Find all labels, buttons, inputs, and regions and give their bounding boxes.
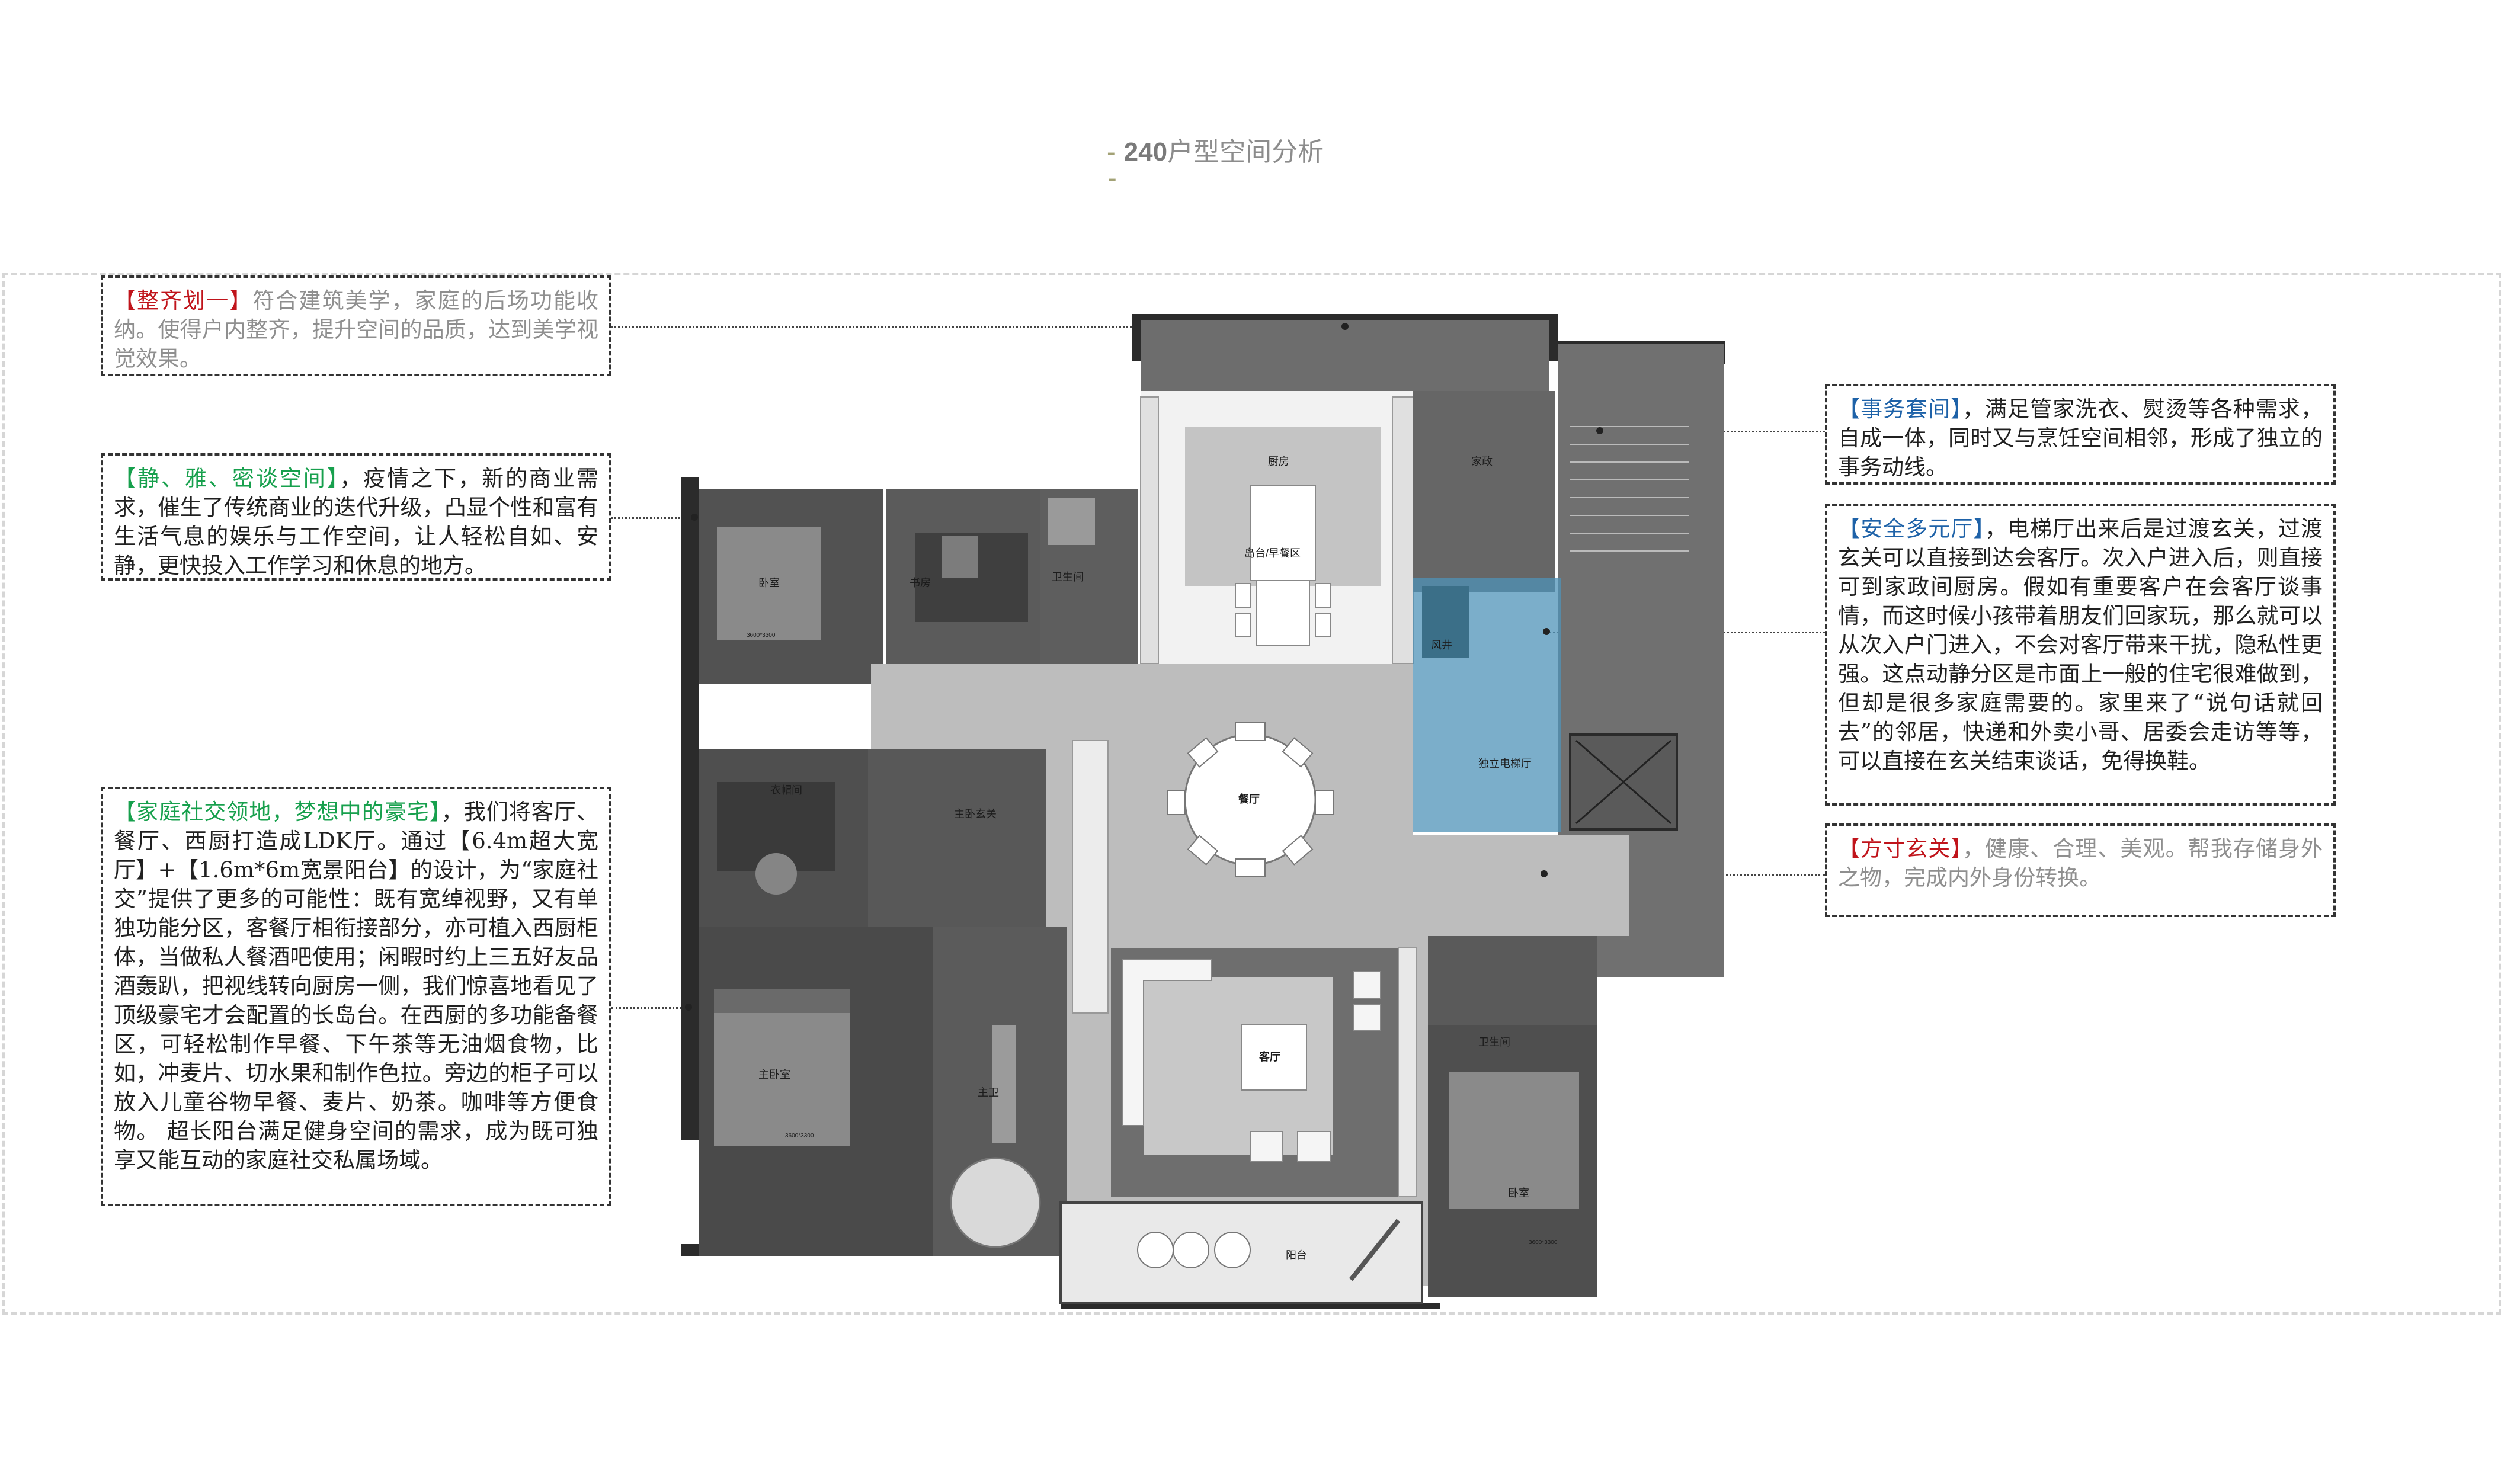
balcony-chair-3: [1214, 1232, 1251, 1268]
title-number: 240: [1123, 137, 1168, 166]
living-stool-1: [1250, 1131, 1283, 1162]
island-chairs: [1235, 583, 1331, 637]
leader-quiet: [611, 517, 694, 519]
master-vanity: [992, 1025, 1016, 1143]
dining-chairs: [1167, 722, 1334, 877]
text-social: ，我们将客厅、餐厅、西厨打造成LDK厅。通过【6.4m超大宽厅】+【1.6m*6…: [114, 799, 599, 1173]
content-frame: [2, 273, 2501, 1315]
bath-right-room: [1428, 936, 1597, 1025]
bed-right: [1449, 1072, 1579, 1209]
floor-plan: 厨房 岛台/早餐区 家政 卧室 3600*3300 书房 卫生间 风井 独立电梯…: [681, 308, 1730, 1309]
elevator-x-2: [1575, 739, 1671, 825]
leader-dot-affairs: [1596, 427, 1603, 434]
coffee-table: [1241, 1024, 1307, 1091]
floor-plan-svg: 厨房 岛台/早餐区 家政 卧室 3600*3300 书房 卫生间 风井 独立电梯…: [681, 314, 1725, 1309]
west-kitchen-cabinet: [1072, 740, 1109, 1014]
label-shaft: 风井: [1431, 639, 1452, 651]
label-living: 客厅: [1259, 1050, 1280, 1063]
annotation-social: 【家庭社交领地，梦想中的豪宅】，我们将客厅、餐厅、西厨打造成LDK厅。通过【6.…: [101, 787, 611, 1206]
tag-affairs: 【事务套间】: [1838, 396, 1962, 422]
label-master-bedroom: 主卧室: [758, 1069, 790, 1081]
tag-quiet: 【静、雅、密谈空间】: [114, 466, 340, 491]
sofa: [1122, 959, 1212, 1126]
page-title: -240户型空间分析: [1107, 130, 1324, 168]
text-quiet: ，疫情之下，新的商业需求，催生了传统商业的迭代升级，凸显个性和富有生活气息的娱乐…: [114, 466, 598, 578]
title-underline-dash: -: [1108, 164, 1117, 193]
leader-social: [611, 1007, 689, 1009]
text-tidy: 符合建筑美学，家庭的后场功能收纳。使得户内整齐，提升空间的品质，达到美学视觉效果…: [114, 288, 599, 371]
study-desk: [942, 536, 978, 578]
label-bedroom-right-size: 3600*3300: [1529, 1239, 1558, 1246]
island-table: [1250, 485, 1316, 581]
tag-safety: 【安全多元厅】: [1838, 516, 1985, 541]
label-bath-left: 卫生间: [1052, 571, 1084, 583]
tag-foyer: 【方寸玄关】: [1838, 836, 1962, 861]
balcony-chair-1: [1137, 1232, 1174, 1268]
armchair-2: [1353, 1004, 1381, 1031]
annotation-foyer: 【方寸玄关】，健康、合理、美观。帮我存储身外之物，完成内外身份转换。: [1825, 823, 2336, 917]
text-affairs: ，满足管家洗衣、熨烫等各种需求，自成一体，同时又与烹饪空间相邻，形成了独立的事务…: [1838, 396, 2323, 480]
leader-tidy: [611, 326, 1345, 328]
label-kitchen: 厨房: [1268, 456, 1289, 467]
title-text: 户型空间分析: [1167, 137, 1324, 166]
annotation-quiet: 【静、雅、密谈空间】，疫情之下，新的商业需求，催生了传统商业的迭代升级，凸显个性…: [101, 453, 611, 581]
stairs: [1570, 426, 1689, 552]
label-closet: 衣帽间: [770, 784, 802, 796]
armchair-1: [1353, 971, 1381, 999]
housekeeping-room: [1413, 391, 1555, 592]
annotation-safety: 【安全多元厅】，电梯厅出来后是过渡玄关，过渡玄关可以直接到达会客厅。次入户进入后…: [1825, 504, 2336, 806]
label-bedroom-right: 卧室: [1508, 1187, 1529, 1199]
master-bed: [714, 1013, 850, 1146]
bathtub: [950, 1157, 1041, 1248]
leader-dot-foyer: [1541, 870, 1548, 877]
master-foyer-room: [868, 749, 1046, 927]
closet-ottoman: [755, 853, 797, 895]
annotation-affairs: 【事务套间】，满足管家洗衣、熨烫等各种需求，自成一体，同时又与烹饪空间相邻，形成…: [1825, 384, 2336, 485]
leader-dot-social: [685, 1004, 692, 1011]
gym-bench: [1349, 1219, 1401, 1281]
kitchen-cabinet-right: [1392, 396, 1414, 664]
shower: [1048, 498, 1095, 545]
text-safety: ，电梯厅出来后是过渡玄关，过渡玄关可以直接到达会客厅。次入户进入后，则直接可到家…: [1838, 516, 2323, 774]
label-master-bath: 主卫: [978, 1086, 999, 1098]
tag-social: 【家庭社交领地，梦想中的豪宅】: [114, 799, 441, 825]
label-balcony: 阳台: [1286, 1249, 1307, 1261]
label-bedroom-left: 卧室: [758, 577, 780, 589]
bed-left: [717, 527, 821, 640]
leader-dot-tidy: [1341, 323, 1349, 330]
label-island: 岛台/早餐区: [1244, 547, 1301, 559]
title-dash: -: [1107, 137, 1116, 166]
balcony-chair-2: [1173, 1232, 1209, 1268]
label-study: 书房: [910, 577, 931, 589]
label-bedroom-left-size: 3600*3300: [747, 632, 776, 639]
label-master-bedroom-size: 3600*3300: [785, 1133, 814, 1139]
living-stool-2: [1297, 1131, 1331, 1162]
label-bath-right: 卫生间: [1478, 1036, 1510, 1048]
top-storage: [1141, 320, 1549, 391]
kitchen-cabinet-left: [1140, 396, 1159, 664]
tv-wall: [1398, 947, 1417, 1197]
label-housekeeping: 家政: [1471, 456, 1493, 467]
label-elevator-hall: 独立电梯厅: [1478, 758, 1532, 770]
leader-dot-safety: [1543, 628, 1550, 635]
label-dining: 餐厅: [1238, 793, 1260, 805]
master-headboard: [714, 989, 850, 1013]
island-extension: [1256, 580, 1310, 646]
shaft-box: [1422, 586, 1469, 658]
label-master-foyer: 主卧玄关: [954, 808, 997, 820]
tag-tidy: 【整齐划一】: [114, 288, 253, 313]
text-foyer: ，健康、合理、美观。帮我存储身外之物，完成内外身份转换。: [1838, 836, 2323, 890]
leader-dot-quiet: [691, 514, 698, 521]
annotation-tidy: 【整齐划一】符合建筑美学，家庭的后场功能收纳。使得户内整齐，提升空间的品质，达到…: [101, 275, 611, 376]
